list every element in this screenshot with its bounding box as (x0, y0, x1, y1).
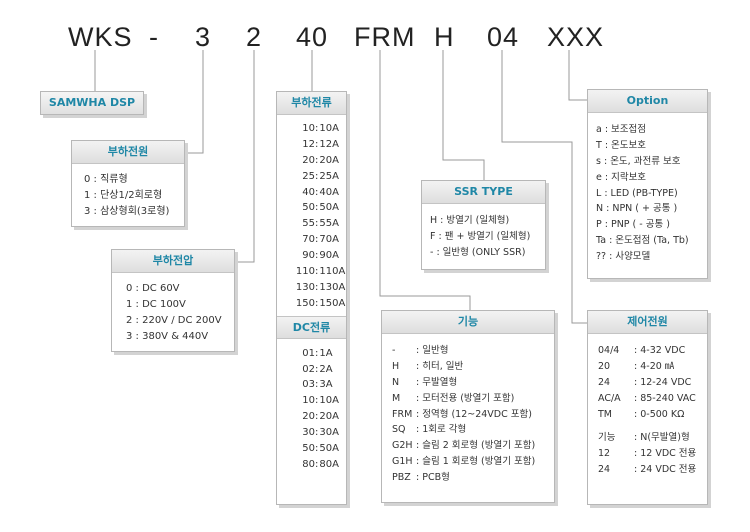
list-item: 20:20A (302, 411, 339, 423)
list-item: F : 팬 + 방열기 (일체형) (430, 230, 531, 242)
list-item: N : NPN ( + 공통 ) (596, 203, 678, 215)
list-item: 12: 12 VDC 전용 (598, 448, 697, 460)
list-item: 130:130A (295, 281, 346, 293)
list-item: 50:50A (302, 202, 339, 214)
maker-box: SAMWHA DSP (40, 91, 144, 115)
list-item: 24: 12-24 VDC (598, 376, 692, 388)
list-item: - : 일반형 (ONLY SSR) (430, 246, 526, 258)
list-item: 70:70A (302, 234, 339, 246)
list-item: PBZ: PCB형 (392, 472, 450, 484)
list-item: 150:150A (295, 297, 346, 309)
list-item: FRM: 정역형 (12~24VDC 포함) (392, 408, 532, 420)
code-option: XXX (547, 22, 605, 52)
code-power: 3 (195, 22, 212, 52)
list-item: 90:90A (302, 250, 339, 262)
code-dash: - (149, 22, 159, 52)
control-power-title: 제어전원 (588, 311, 707, 334)
connector-option (568, 50, 587, 101)
code-series: WKS (68, 22, 133, 52)
connector-control (501, 50, 587, 324)
list-item: e : 지락보호 (596, 171, 647, 183)
list-item: 10:10A (302, 123, 339, 134)
list-item: ?? : 사양모델 (596, 251, 651, 263)
list-item: 2 : 220V / DC 200V (126, 314, 222, 326)
list-item: SQ: 1회로 각형 (392, 424, 467, 436)
connector-power (185, 50, 204, 154)
list-item: M: 모터전용 (방열기 포함) (392, 392, 515, 404)
list-item: 20: 4-20 ㎃ (598, 360, 675, 372)
list-item: 04/4: 4-32 VDC (598, 345, 686, 356)
code-voltage: 2 (246, 22, 263, 52)
list-item: 1 : 단상1/2회로형 (84, 189, 163, 201)
list-item: 10:10A (302, 395, 339, 407)
list-item: 3 : 380V & 440V (126, 330, 209, 342)
list-item: 20:20A (302, 154, 339, 166)
load-power-box: 부하전원 0 : 직류형 1 : 단상1/2회로형 3 : 삼상형회(3로형) (71, 140, 185, 227)
code-function: FRM (354, 22, 416, 52)
control-power-box: 제어전원 04/4: 4-32 VDC 20: 4-20 ㎃ 24: 12-24… (587, 310, 708, 505)
function-box: 기능 -: 일반형 H: 히터, 일반 N: 무발열형 M: 모터전용 (방열기… (381, 310, 555, 503)
list-item: 3 : 삼상형회(3로형) (84, 205, 170, 217)
list-item: AC/A: 85-240 VAC (598, 392, 696, 404)
load-voltage-title: 부하전압 (112, 250, 234, 273)
list-item: 30:30A (302, 427, 339, 439)
list-item: T : 온도보호 (596, 139, 647, 151)
option-box: Option a : 보조접점 T : 온도보호 s : 온도, 과전류 보호 … (587, 89, 708, 279)
list-item: 03:3A (302, 379, 333, 391)
maker-title: SAMWHA DSP (48, 96, 136, 109)
list-item: 0 : 직류형 (84, 174, 128, 185)
code-control: 04 (487, 22, 520, 52)
list-item: 50:50A (302, 443, 339, 455)
ssr-type-title: SSR TYPE (422, 181, 545, 204)
list-item: 55:55A (302, 218, 339, 230)
code-ssr-type: H (434, 22, 455, 52)
load-power-title: 부하전원 (72, 141, 184, 164)
list-item: 25:25A (302, 170, 339, 182)
list-item: 12:12A (302, 138, 339, 150)
load-current-box: 부하전류 10:10A 12:12A 20:20A 25:25A 40:40A … (276, 91, 347, 505)
option-title: Option (588, 90, 707, 113)
list-item: 40:40A (302, 186, 339, 198)
list-item: 0 : DC 60V (126, 283, 180, 294)
list-item: 01:1A (302, 347, 333, 359)
list-item: H : 방열기 (일체형) (430, 215, 510, 226)
list-item: N: 무발열형 (392, 376, 458, 388)
load-current-title: 부하전류 (277, 92, 346, 115)
function-title: 기능 (382, 311, 554, 334)
list-item: s : 온도, 과전류 보호 (596, 155, 681, 167)
dc-current-title: DC전류 (277, 315, 346, 339)
list-item: H: 히터, 일반 (392, 360, 464, 372)
list-item: 1 : DC 100V (126, 298, 186, 310)
list-item: -: 일반형 (392, 345, 449, 356)
connector-ssr (442, 50, 485, 180)
list-item: a : 보조접점 (596, 124, 647, 135)
list-item: 24: 24 VDC 전용 (598, 464, 697, 476)
list-item: Ta : 온도접점 (Ta, Tb) (596, 235, 689, 247)
list-item: L : LED (PB-TYPE) (596, 187, 678, 199)
list-item: 110:110A (295, 266, 346, 278)
list-item: P : PNP ( - 공통 ) (596, 219, 670, 231)
list-item: G2H: 슬림 2 회로형 (방열기 포함) (392, 440, 536, 452)
connector-voltage (235, 50, 255, 263)
list-item: 80:80A (302, 458, 339, 470)
list-item: G1H: 슬림 1 회로형 (방열기 포함) (392, 456, 536, 468)
connector-function (379, 50, 471, 310)
ssr-type-box: SSR TYPE H : 방열기 (일체형) F : 팬 + 방열기 (일체형)… (421, 180, 546, 270)
list-item: TM: 0-500 KΩ (598, 408, 685, 420)
list-item: 02:2A (302, 363, 333, 375)
code-current: 40 (296, 22, 329, 52)
list-item: 기능: N(무발열)형 (598, 432, 690, 444)
load-voltage-box: 부하전압 0 : DC 60V 1 : DC 100V 2 : 220V / D… (111, 249, 235, 352)
